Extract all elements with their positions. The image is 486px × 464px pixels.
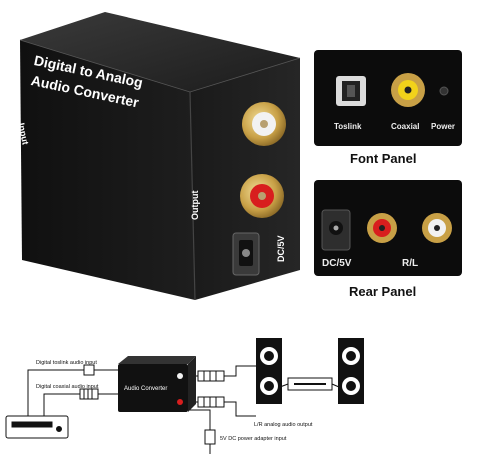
front-panel-photo: Toslink Coaxial Power — [314, 50, 462, 146]
front-port-coaxial: Coaxial — [391, 122, 420, 131]
rear-panel-photo: DC/5V R/L — [314, 180, 462, 276]
device-photo: Digital to Analog Audio Converter Input … — [0, 0, 310, 305]
rear-port-dc: DC/5V — [322, 258, 352, 269]
front-port-power: Power — [431, 122, 456, 131]
front-port-toslink: Toslink — [334, 122, 362, 131]
diagram-coaxial-label: Digital coaxial audio input — [36, 384, 99, 390]
rear-panel-ports — [321, 209, 452, 251]
rear-panel-heading: Rear Panel — [349, 284, 417, 299]
device-power-label: DC/5V — [276, 235, 286, 262]
connection-diagram: Digital toslink audio input Digital coax… — [0, 320, 486, 459]
front-panel-heading: Font Panel — [350, 151, 417, 166]
device-output-label: Output — [190, 190, 200, 221]
rear-port-rl: R/L — [402, 258, 419, 269]
diagram-drawing — [5, 338, 364, 454]
diagram-toslink-label: Digital toslink audio input — [36, 360, 97, 366]
device-body — [19, 12, 301, 301]
diagram-converter-label: Audio Converter — [124, 386, 168, 392]
diagram-analog-out-label: L/R analog audio output — [254, 422, 313, 428]
front-panel-ports — [336, 73, 449, 107]
diagram-power-label: 5V DC power adapter input — [220, 436, 287, 442]
